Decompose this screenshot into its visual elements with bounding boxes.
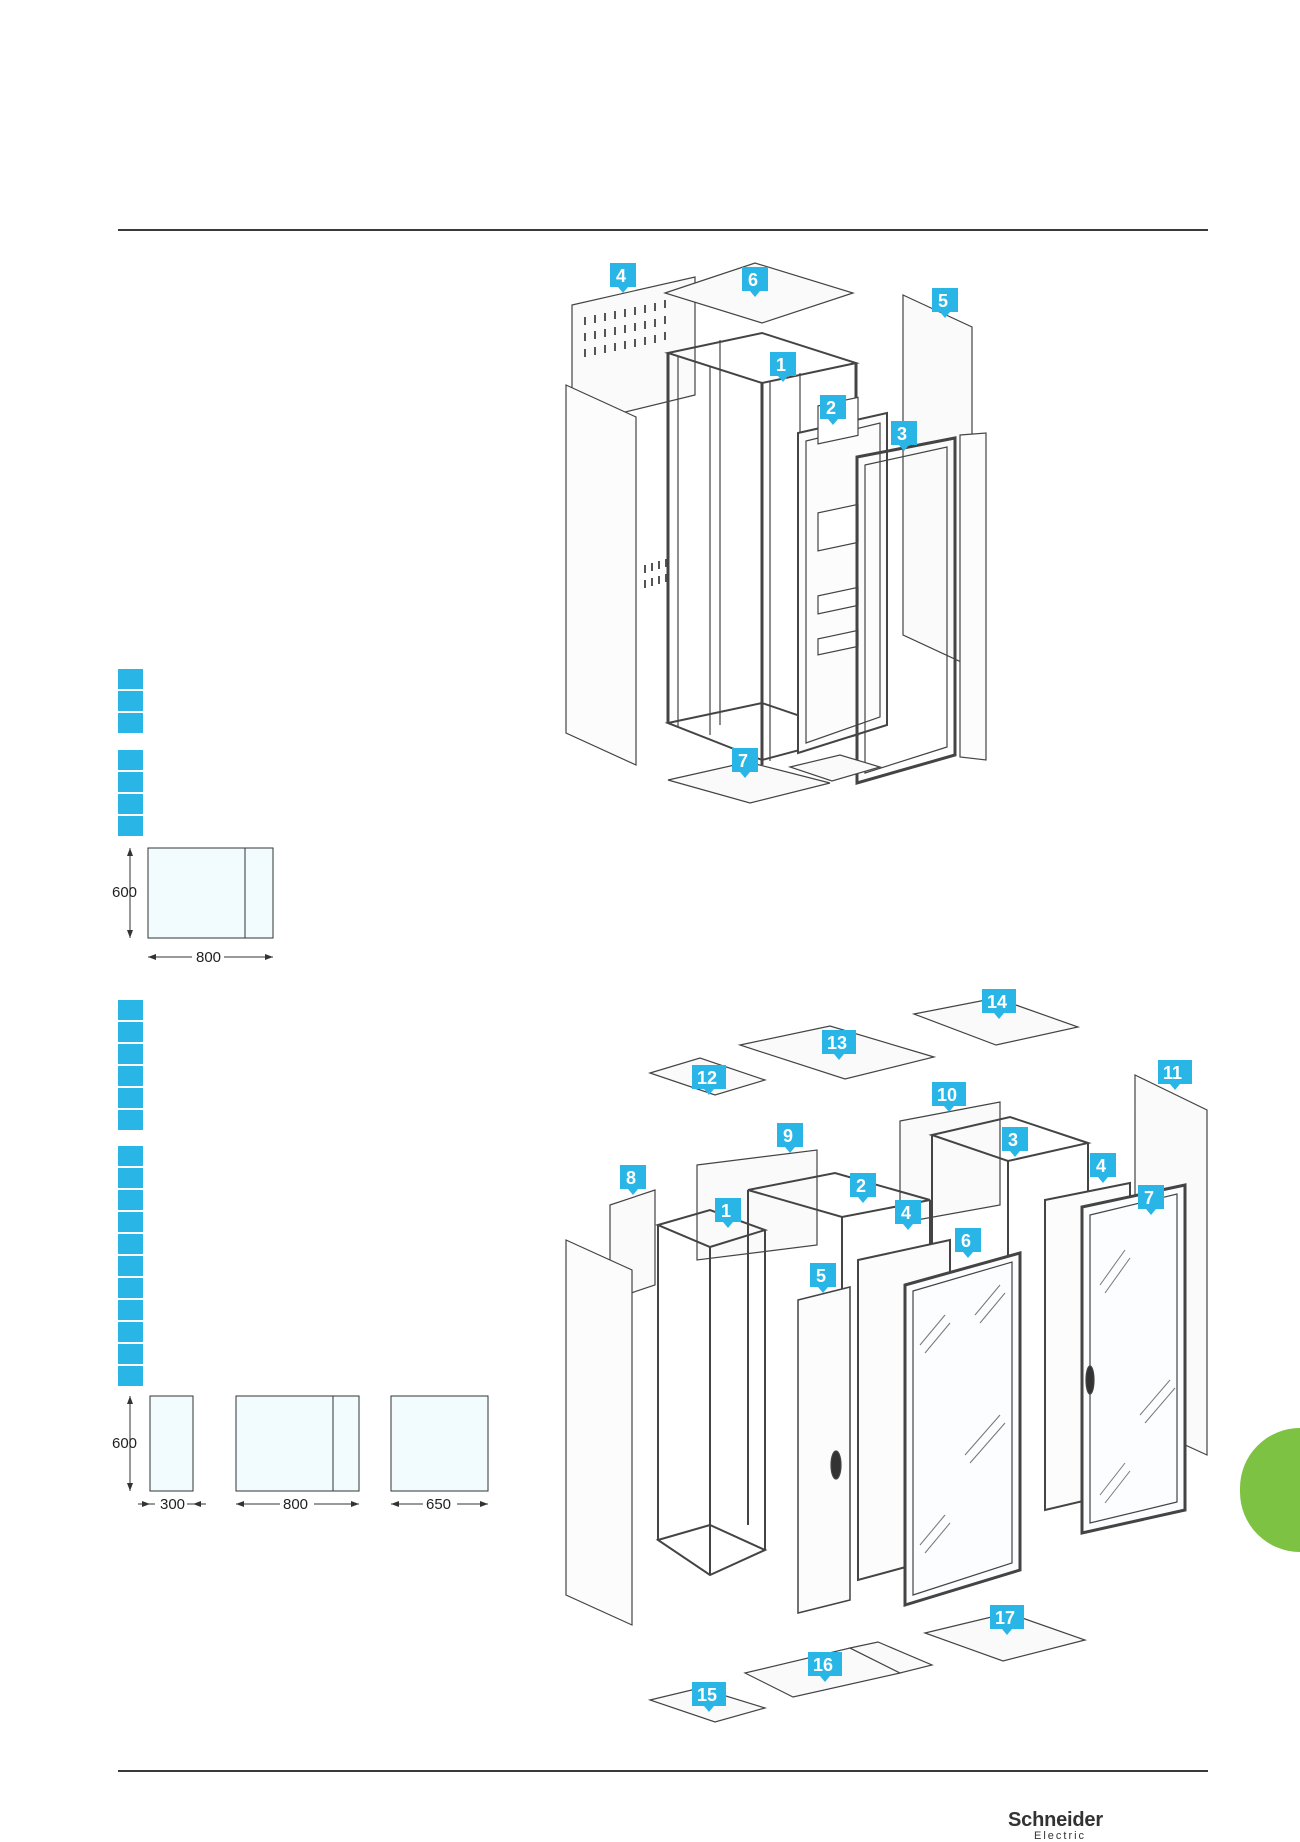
svg-text:5: 5 — [938, 291, 948, 311]
marker-square — [118, 1066, 143, 1086]
marker-square — [118, 1022, 143, 1042]
marker-square — [118, 1088, 143, 1108]
callout-6b: 6 — [955, 1228, 981, 1258]
callout-3b: 3 — [1002, 1127, 1028, 1157]
dim-width-label: 800 — [196, 949, 221, 966]
svg-text:12: 12 — [697, 1068, 717, 1088]
marker-square — [118, 1256, 143, 1276]
callout-17: 17 — [990, 1605, 1024, 1635]
svg-text:15: 15 — [697, 1685, 717, 1705]
svg-text:16: 16 — [813, 1655, 833, 1675]
enclosure-exploded-view-single: 4 6 5 1 2 3 7 — [540, 255, 1010, 825]
svg-text:11: 11 — [1163, 1063, 1182, 1083]
svg-text:7: 7 — [1144, 1188, 1154, 1208]
svg-text:6: 6 — [961, 1231, 971, 1251]
callout-6: 6 — [742, 267, 768, 297]
marker-square — [118, 1234, 143, 1254]
callout-3: 3 — [891, 421, 917, 451]
bottom-rule — [118, 1770, 1208, 1772]
callout-14: 14 — [982, 989, 1016, 1019]
callout-2b: 2 — [850, 1173, 876, 1203]
svg-text:3: 3 — [897, 424, 907, 444]
dimension-sketch-single: 600 800 — [110, 845, 290, 970]
callout-2: 2 — [820, 395, 846, 425]
callout-7b: 7 — [1138, 1185, 1164, 1215]
marker-square — [118, 1212, 143, 1232]
marker-square — [118, 1000, 143, 1020]
callout-16: 16 — [808, 1652, 842, 1682]
callout-5: 5 — [932, 288, 958, 318]
callout-4: 4 — [610, 263, 636, 293]
callout-1: 1 — [770, 352, 796, 382]
marker-square — [118, 1366, 143, 1386]
svg-text:8: 8 — [626, 1168, 636, 1188]
marker-square — [118, 1044, 143, 1064]
schneider-electric-logo: Schneider Electric — [1008, 1810, 1128, 1842]
marker-square — [118, 1322, 143, 1342]
svg-text:2: 2 — [826, 398, 836, 418]
callout-9: 9 — [777, 1123, 803, 1153]
enclosure-exploded-view-combined: 14 13 12 11 10 9 8 3 4 7 2 1 4 6 5 17 16… — [560, 985, 1210, 1730]
marker-square — [118, 1278, 143, 1298]
marker-square — [118, 1146, 143, 1166]
dim-height-label: 600 — [112, 884, 137, 901]
svg-text:7: 7 — [738, 751, 748, 771]
callout-15: 15 — [692, 1682, 726, 1712]
svg-text:10: 10 — [937, 1085, 957, 1105]
marker-square — [118, 1110, 143, 1130]
marker-square — [118, 1168, 143, 1188]
svg-text:4: 4 — [616, 266, 626, 286]
brand-subname: Electric — [1034, 1830, 1087, 1842]
callout-11: 11 — [1158, 1060, 1192, 1090]
brand-name: Schneider — [1008, 1809, 1103, 1831]
dimension-sketch-triple: 600 300 800 650 — [110, 1393, 500, 1518]
callout-8: 8 — [620, 1165, 646, 1195]
marker-square — [118, 794, 143, 814]
svg-text:14: 14 — [987, 992, 1007, 1012]
marker-square — [118, 816, 143, 836]
callout-12: 12 — [692, 1065, 726, 1095]
marker-square — [118, 669, 143, 689]
callout-5b: 5 — [810, 1263, 836, 1293]
svg-text:2: 2 — [856, 1176, 866, 1196]
dim-width-label: 650 — [426, 1496, 451, 1513]
marker-square — [118, 750, 143, 770]
svg-text:4: 4 — [1096, 1156, 1106, 1176]
svg-text:5: 5 — [816, 1266, 826, 1286]
callout-4c: 4 — [895, 1200, 921, 1230]
dim-height-label: 600 — [112, 1435, 137, 1452]
top-rule — [118, 229, 1208, 231]
marker-square — [118, 713, 143, 733]
marker-square — [118, 1300, 143, 1320]
callout-4b: 4 — [1090, 1153, 1116, 1183]
svg-text:13: 13 — [827, 1033, 847, 1053]
marker-square — [118, 772, 143, 792]
callout-10: 10 — [932, 1082, 966, 1112]
svg-text:9: 9 — [783, 1126, 793, 1146]
dim-width-label: 800 — [283, 1496, 308, 1513]
callout-1b: 1 — [715, 1198, 741, 1228]
marker-square — [118, 1344, 143, 1364]
svg-text:4: 4 — [901, 1203, 911, 1223]
dim-width-label: 300 — [160, 1496, 185, 1513]
marker-square — [118, 691, 143, 711]
svg-text:17: 17 — [995, 1608, 1015, 1628]
section-tab[interactable] — [1240, 1428, 1300, 1552]
svg-text:6: 6 — [748, 270, 758, 290]
svg-text:1: 1 — [721, 1201, 731, 1221]
svg-text:3: 3 — [1008, 1130, 1018, 1150]
callout-13: 13 — [822, 1030, 856, 1060]
marker-square — [118, 1190, 143, 1210]
svg-text:1: 1 — [776, 355, 786, 375]
callout-7: 7 — [732, 748, 758, 778]
